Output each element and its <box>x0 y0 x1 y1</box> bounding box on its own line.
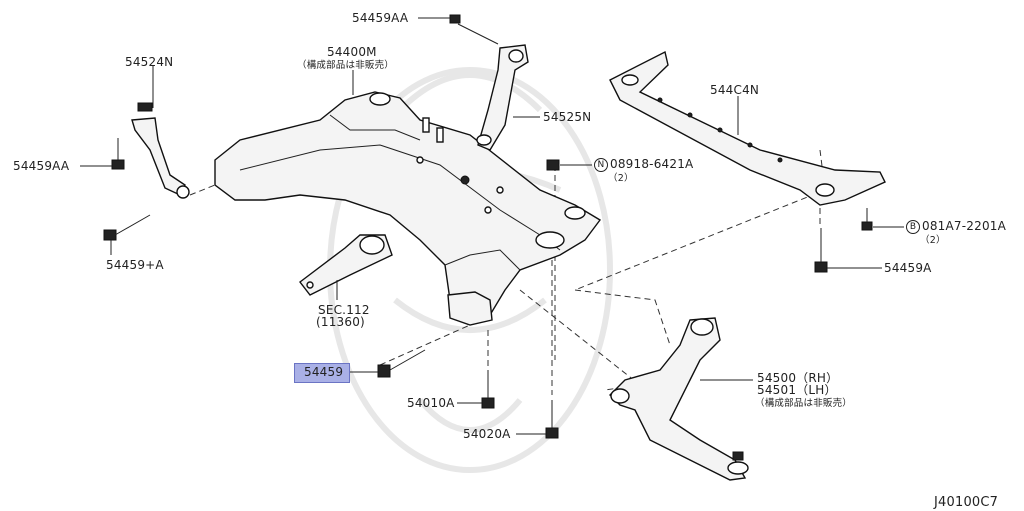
label-54501-lh[interactable]: 54501（LH） <box>757 383 837 397</box>
label-54524N[interactable]: 54524N <box>125 55 174 69</box>
label-081A7-qty: （2） <box>920 235 946 246</box>
bolt-54459A <box>814 228 828 273</box>
engine-mount-sec112 <box>299 234 393 296</box>
label-54500-note: （構成部品は非販売） <box>755 398 853 409</box>
bolt-54459-plus-a <box>103 214 151 241</box>
crossmember-54400M <box>214 91 602 326</box>
label-54500-rh[interactable]: 54500（RH） <box>757 371 839 385</box>
label-54400M[interactable]: 54400M <box>327 45 377 59</box>
label-sec112[interactable]: SEC.112 <box>318 303 370 317</box>
label-54459AA-top[interactable]: 54459AA <box>352 11 409 25</box>
n-symbol-icon: N <box>594 158 608 172</box>
label-54459-selected[interactable]: 54459 <box>304 365 344 379</box>
label-08918-qty: （2） <box>608 173 634 184</box>
bracket-54525N <box>476 44 529 151</box>
label-sec112-ref: (11360) <box>316 315 365 329</box>
bolt-54459AA-top <box>449 14 499 45</box>
b-symbol-icon: B <box>906 220 920 234</box>
label-54459AA-left[interactable]: 54459AA <box>13 159 70 173</box>
stabilizer-link-54524N <box>131 102 190 199</box>
nut-08918 <box>546 159 560 171</box>
bolt-54010A <box>481 370 495 409</box>
bolt-54459-selected <box>377 349 426 378</box>
label-54020A[interactable]: 54020A <box>463 427 511 441</box>
bolt-54020A <box>545 400 559 439</box>
selected-part-highlight <box>294 363 350 383</box>
lower-control-arm-54500 <box>609 317 749 481</box>
leader-lines <box>80 17 904 435</box>
label-54400M-note: （構成部品は非販売） <box>297 60 395 71</box>
diagram-code: J40100C7 <box>934 495 999 510</box>
label-54525N[interactable]: 54525N <box>543 110 592 124</box>
label-54459-plus-a[interactable]: 54459+A <box>106 258 164 272</box>
member-544C4N <box>609 50 886 206</box>
label-54010A[interactable]: 54010A <box>407 396 455 410</box>
label-544C4N[interactable]: 544C4N <box>710 83 760 97</box>
label-54459A[interactable]: 54459A <box>884 261 932 275</box>
bolt-54459AA-left <box>111 138 125 170</box>
bolt-081A7 <box>861 208 873 231</box>
